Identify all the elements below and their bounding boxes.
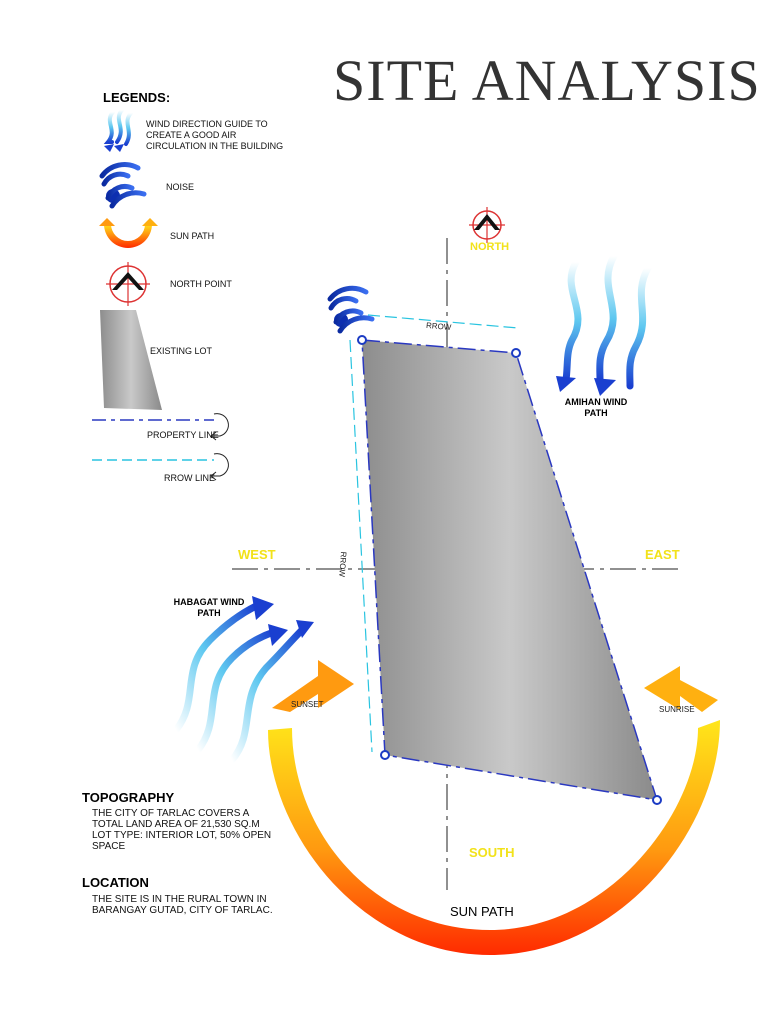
north-label: NORTH bbox=[470, 241, 510, 253]
south-label: SOUTH bbox=[469, 845, 515, 860]
sun-path-label: SUN PATH bbox=[450, 904, 514, 919]
page-title: SITE ANALYSIS bbox=[333, 48, 761, 113]
amihan-wind-icon bbox=[556, 252, 652, 396]
sunset-arrow-icon bbox=[272, 660, 354, 712]
legend-sun-path-label: SUN PATH bbox=[170, 231, 215, 241]
legend-rrow-line-label: RROW LINE bbox=[164, 473, 216, 483]
noise-icon bbox=[327, 285, 375, 334]
legend-noise-icon bbox=[99, 162, 147, 209]
legend-property-line-label: PROPERTY LINE bbox=[147, 430, 219, 440]
lot-corner-markers bbox=[357, 335, 662, 805]
legend-heading: LEGENDS: bbox=[103, 90, 171, 105]
legend-existing-lot-label: EXISTING LOT bbox=[150, 346, 213, 356]
sunrise-arrow-icon bbox=[644, 666, 718, 712]
legend-north-point-icon bbox=[106, 262, 150, 306]
legend-wind-label: WIND DIRECTION GUIDE TO CREATE A GOOD AI… bbox=[146, 119, 284, 151]
legend-existing-lot-icon bbox=[100, 310, 162, 410]
west-label: WEST bbox=[238, 547, 276, 562]
habagat-wind-label: HABAGAT WIND PATH bbox=[173, 597, 245, 618]
rrow-line-top bbox=[367, 314, 519, 329]
topography-text: THE CITY OF TARLAC COVERS A TOTAL LAND A… bbox=[92, 808, 272, 852]
north-point-icon bbox=[469, 207, 505, 243]
rrow-side-label: RROW bbox=[337, 551, 348, 578]
sun-path-arc bbox=[268, 720, 720, 955]
legend-sun-path-icon bbox=[99, 218, 158, 248]
sunset-label: SUNSET bbox=[291, 700, 324, 709]
rrow-line-side bbox=[349, 339, 373, 753]
location-heading: LOCATION bbox=[82, 875, 149, 890]
east-label: EAST bbox=[645, 547, 680, 562]
existing-lot bbox=[362, 340, 657, 800]
legend-north-point-label: NORTH POINT bbox=[170, 279, 232, 289]
legend-noise-label: NOISE bbox=[166, 182, 195, 192]
legend-rrow-line-icon bbox=[92, 453, 229, 481]
amihan-wind-label: AMIHAN WIND PATH bbox=[564, 397, 628, 418]
legend-wind-icon bbox=[103, 108, 133, 152]
legend-property-line-icon bbox=[92, 413, 229, 441]
sunrise-label: SUNRISE bbox=[659, 705, 695, 714]
habagat-wind-icon bbox=[172, 596, 314, 764]
location-text: THE SITE IS IN THE RURAL TOWN IN BARANGA… bbox=[92, 894, 273, 916]
topography-heading: TOPOGRAPHY bbox=[82, 790, 175, 805]
